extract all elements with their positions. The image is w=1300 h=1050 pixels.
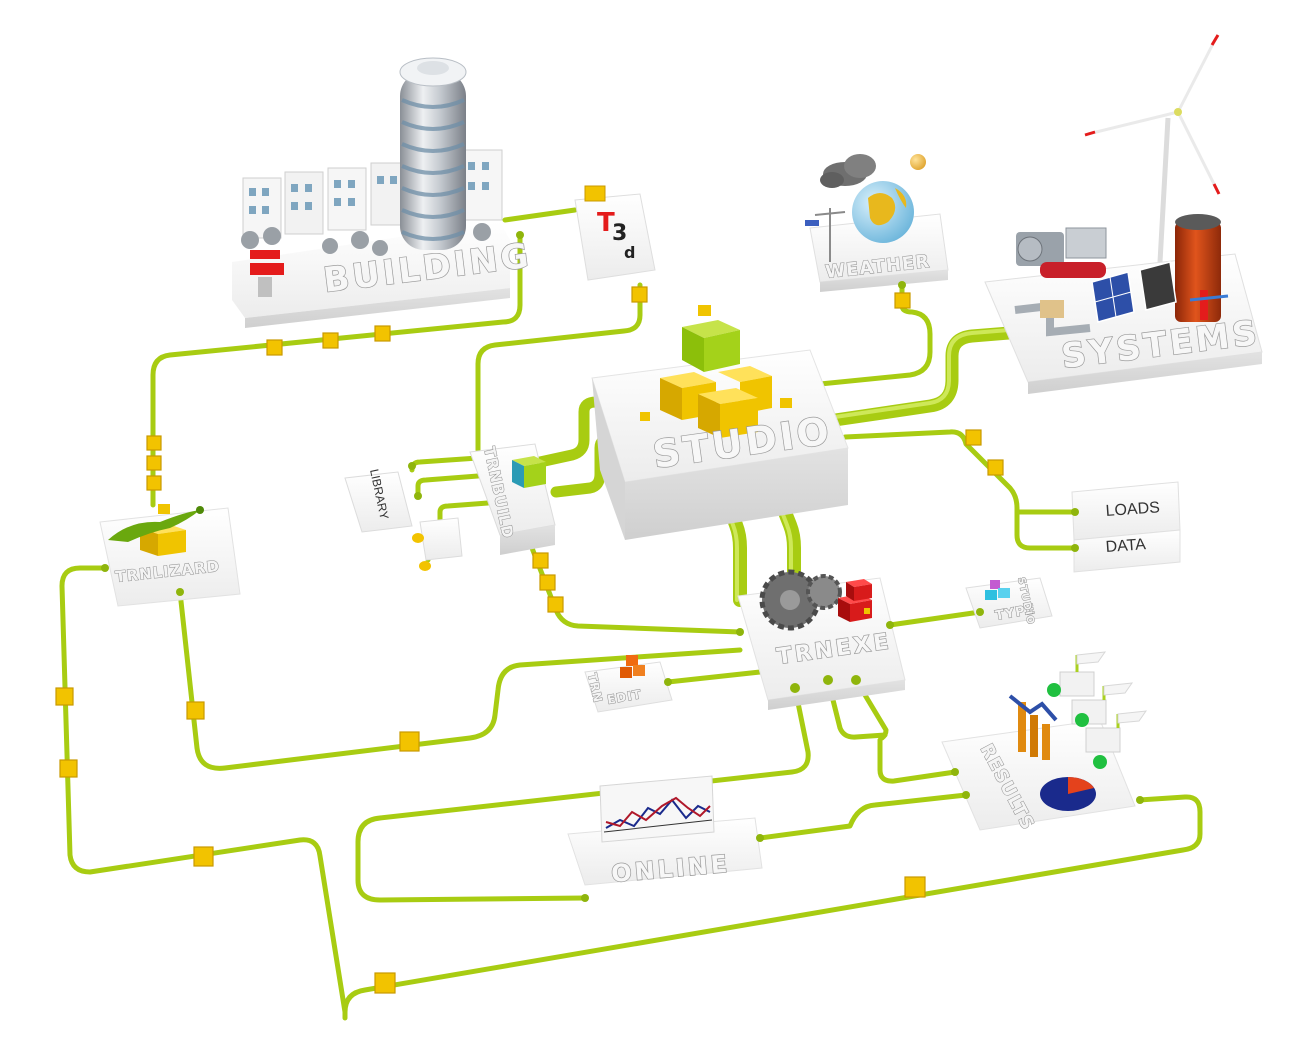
pipe-trnexe-results-b	[877, 737, 958, 784]
pipe-t3d-trnbuild	[475, 282, 643, 453]
line-plot-icon	[603, 796, 713, 833]
pipe-studio-data	[842, 429, 1078, 551]
node-results: RESULTS	[941, 651, 1148, 834]
connector	[146, 435, 162, 451]
lizard-icon	[108, 504, 204, 556]
connector	[965, 429, 982, 446]
node-library: LIBRARY	[344, 468, 463, 571]
node-building: BUILDING	[232, 57, 534, 328]
t3d-d: d	[624, 243, 635, 262]
pipe-trnlizard-loop	[59, 565, 348, 1015]
connector	[904, 876, 926, 898]
node-trn-edit: TRN EDIT	[584, 655, 673, 713]
pipe-library-a	[409, 455, 481, 473]
connector	[399, 731, 420, 752]
node-t3d: T 3 d	[574, 185, 656, 281]
node-online: ONLINE	[567, 775, 763, 889]
connector	[59, 759, 78, 778]
node-systems: SYSTEMS	[984, 34, 1263, 394]
connector	[987, 459, 1004, 476]
connector	[894, 292, 911, 309]
connector	[266, 339, 283, 356]
pipe-trnexe-trnlizard	[177, 589, 743, 771]
connector	[539, 574, 556, 591]
pipe-connectors	[55, 286, 1004, 994]
node-loads-data: LOADS DATA	[1071, 481, 1181, 573]
cube-icon	[584, 185, 606, 202]
t3d-t: T	[597, 208, 615, 238]
pipe-library-b	[415, 473, 481, 498]
pipe-library-c	[437, 500, 491, 531]
connector	[146, 455, 162, 471]
node-weather: WEATHER	[805, 154, 949, 292]
t3d-3: 3	[612, 221, 627, 246]
connector	[322, 332, 339, 349]
connector	[55, 687, 74, 706]
wind-turbine-icon	[1087, 37, 1220, 193]
node-studio: STUDIO	[591, 305, 849, 540]
node-trnlizard: TRNLIZARD	[99, 504, 241, 607]
edit-label: EDIT	[606, 687, 643, 707]
connector	[631, 286, 648, 303]
pipe-trnbuild-studio-a	[534, 396, 616, 468]
connector	[532, 552, 549, 569]
cube-icon	[985, 580, 1010, 600]
pipe-studio-trnexe-a	[715, 480, 747, 607]
connector	[374, 325, 391, 342]
connector	[193, 846, 214, 867]
pipe-studio-trnexe-b	[766, 475, 801, 597]
pipe-trnexe-edit	[665, 669, 763, 685]
node-trnexe: TRNEXE	[737, 569, 906, 710]
pipe-trnexe-type	[887, 609, 983, 628]
cube-stack-icon	[640, 305, 792, 438]
building-icon	[241, 57, 503, 297]
trn-label: TRN	[585, 672, 605, 705]
bar-pie-chart-icon	[1008, 651, 1148, 811]
cube-icon	[512, 456, 546, 488]
pipe-building-t3d	[502, 207, 578, 223]
pipe-studio-systems	[828, 325, 1029, 427]
pipe-weather-studio	[807, 282, 933, 388]
cube-icon	[620, 655, 645, 678]
pipe-trnexe-online	[355, 685, 811, 903]
connector	[146, 475, 162, 491]
data-label: DATA	[1105, 536, 1147, 556]
connector	[547, 596, 564, 613]
pipe-end-caps	[101, 231, 1144, 902]
pipe-trnbuild-trnexe	[529, 545, 743, 635]
connector	[186, 701, 205, 720]
gears-icon	[759, 569, 872, 631]
pipe-online-results	[757, 792, 969, 841]
loads-label: LOADS	[1105, 499, 1160, 520]
node-trnbuild: TRNBUILD	[469, 443, 556, 555]
connector	[374, 972, 396, 994]
pipe-results-loop	[342, 794, 1203, 1021]
weather-icon	[805, 154, 926, 262]
node-type-studio: TYPE STUDIO	[965, 576, 1053, 629]
sun-icon	[910, 154, 926, 170]
systems-icon	[1014, 34, 1229, 337]
pipe-trnexe-results-a	[825, 677, 888, 740]
